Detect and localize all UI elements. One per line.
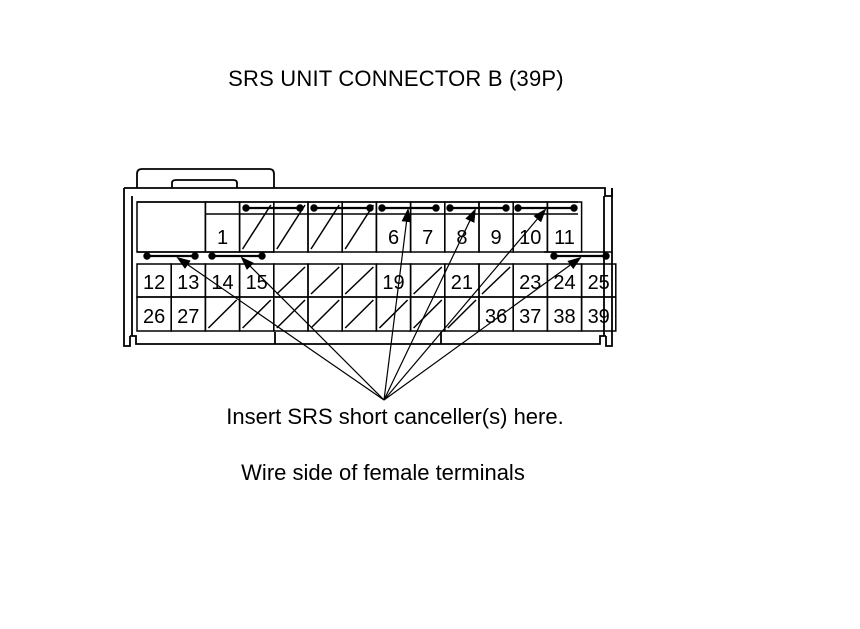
unused-terminal-slash (344, 266, 374, 295)
short-bar-end (242, 204, 250, 212)
pin-label: 6 (388, 227, 399, 249)
unused-terminal-slash (413, 299, 443, 329)
short-bar-end (143, 252, 151, 260)
short-bar-end (514, 204, 522, 212)
diagram-title: SRS UNIT CONNECTOR B (39P) (228, 66, 564, 91)
unused-terminal-slash (276, 299, 306, 329)
pin-label: 23 (519, 272, 541, 294)
short-bar-end (296, 204, 304, 212)
blank-cell (136, 201, 207, 253)
pointer-arrow (383, 208, 412, 401)
pin-label: 9 (491, 227, 502, 249)
short-bar-end (378, 204, 386, 212)
instruction-caption: Insert SRS short canceller(s) here. (226, 404, 564, 429)
short-bar-end (602, 252, 610, 260)
pointer-arrow (383, 208, 476, 401)
unused-terminal-slash (207, 299, 238, 329)
pin-label: 27 (177, 306, 199, 328)
pin-label: 11 (554, 227, 575, 249)
short-canceller-bars (143, 204, 610, 260)
view-caption: Wire side of female terminals (241, 460, 525, 485)
pointer-arrow (383, 208, 547, 401)
short-bar-end (258, 252, 266, 260)
unused-terminal-slash (276, 266, 306, 295)
pin-label: 14 (211, 272, 233, 294)
arrows (176, 208, 582, 401)
unused-terminal-slash (344, 204, 375, 250)
unused-terminal-slash (481, 266, 511, 295)
pin-label: 25 (588, 272, 610, 294)
terminal-grid (136, 201, 617, 332)
unused-terminal-slash (276, 204, 306, 250)
pointer-arrow (383, 256, 582, 401)
short-bar-end (550, 252, 558, 260)
short-bar-end (446, 204, 454, 212)
unused-terminal-slash (344, 299, 374, 329)
pin-label: 15 (246, 272, 268, 294)
pin-label: 21 (451, 272, 473, 294)
pointer-arrow (176, 256, 385, 401)
pin-label: 1 (217, 227, 228, 249)
pin-label: 12 (143, 272, 165, 294)
unused-terminal-slash (378, 299, 409, 329)
unused-terminal-slash (310, 299, 340, 329)
pin-label: 26 (143, 306, 165, 328)
pin-label: 13 (177, 272, 199, 294)
pin-label: 38 (553, 306, 575, 328)
pin-label: 19 (382, 272, 404, 294)
short-bar-end (502, 204, 510, 212)
pin-label: 7 (422, 227, 433, 249)
unused-terminal-slash (241, 204, 272, 250)
unused-terminal-slash (447, 299, 477, 329)
short-bar-end (570, 204, 578, 212)
unused-terminal-slash (413, 266, 443, 295)
short-bar-end (432, 204, 440, 212)
short-bar-end (366, 204, 374, 212)
pointer-arrow (240, 256, 385, 401)
short-bar-end (208, 252, 216, 260)
pin-label: 37 (519, 306, 541, 328)
unused-terminal-slash (242, 299, 272, 329)
short-bar-end (310, 204, 318, 212)
connector-housing (123, 168, 613, 347)
terminal-cell (580, 296, 617, 332)
short-bar-end (191, 252, 199, 260)
unused-terminal-slash (310, 204, 340, 250)
pin-label: 39 (588, 306, 610, 328)
pin-label: 10 (519, 227, 541, 249)
unused-terminal-slash (310, 266, 340, 295)
pin-label: 24 (553, 272, 575, 294)
